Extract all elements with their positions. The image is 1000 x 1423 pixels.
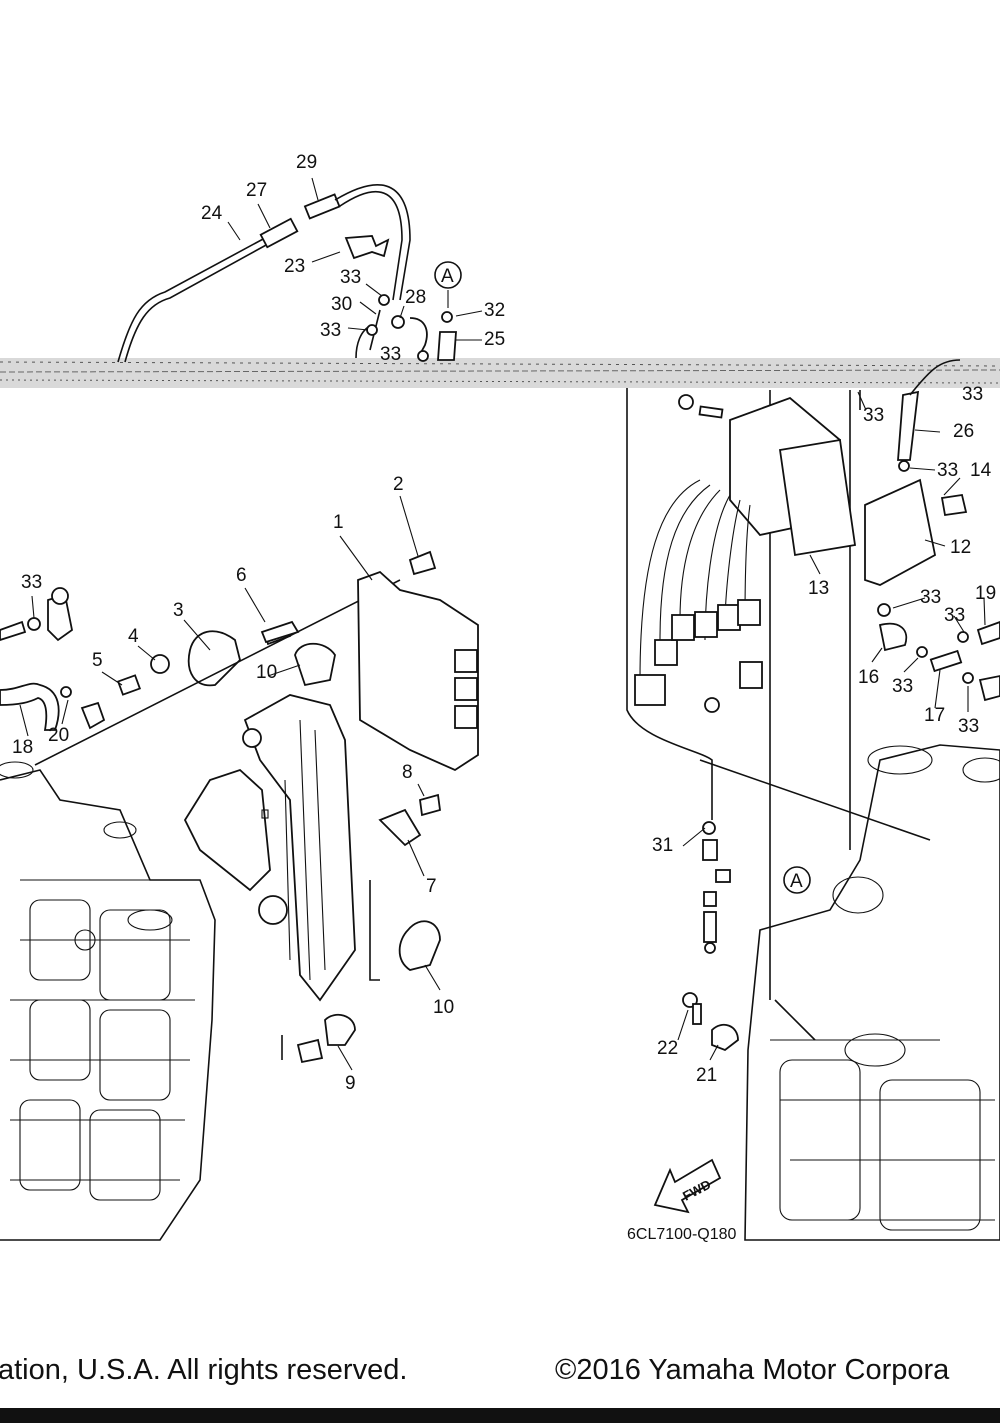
ecu-bracket xyxy=(183,694,380,1060)
callout-33g: 33 xyxy=(920,587,941,608)
callout-30: 30 xyxy=(331,294,352,315)
callout-33f: 33 xyxy=(962,384,983,405)
left-engine-block xyxy=(0,761,216,1241)
callout-23: 23 xyxy=(284,256,305,277)
callout-3: 3 xyxy=(173,600,184,621)
callout-31: 31 xyxy=(652,835,673,856)
callout-2: 2 xyxy=(393,474,404,495)
copyright-left: ation, U.S.A. All rights reserved. xyxy=(0,1354,408,1386)
reference-marker-label: A xyxy=(790,871,803,892)
callout-18: 18 xyxy=(12,737,33,758)
callout-8: 8 xyxy=(402,762,413,783)
callout-4: 4 xyxy=(128,626,139,647)
callout-7: 7 xyxy=(426,876,437,897)
callout-13: 13 xyxy=(808,578,829,599)
callout-10b: 10 xyxy=(433,997,454,1018)
callout-14: 14 xyxy=(970,460,992,481)
reference-marker-upper: A xyxy=(434,261,462,308)
callout-34: 33 xyxy=(937,460,958,481)
lower-fittings xyxy=(682,821,739,1052)
callout-33h: 33 xyxy=(944,605,965,626)
copyright-right: ©2016 Yamaha Motor Corpora xyxy=(555,1354,950,1386)
callout-27: 27 xyxy=(246,180,267,201)
callout-21: 21 xyxy=(696,1065,717,1086)
callout-33b: 33 xyxy=(320,320,341,341)
callout-33c: 33 xyxy=(380,344,401,365)
callout-20: 20 xyxy=(48,725,69,746)
callout-12: 12 xyxy=(950,537,971,558)
clamps-and-bolts xyxy=(260,620,441,1064)
callout-33a: 33 xyxy=(340,267,361,288)
callout-19: 19 xyxy=(975,583,996,604)
scan-band xyxy=(0,358,1000,388)
reference-marker-lower: A xyxy=(783,866,811,894)
right-engine-block xyxy=(699,744,1000,1241)
upper-hose-assembly xyxy=(117,184,457,363)
callout-6: 6 xyxy=(236,565,247,586)
callout-25: 25 xyxy=(484,329,505,350)
callout-9: 9 xyxy=(345,1073,356,1094)
callout-29: 29 xyxy=(296,152,317,173)
callout-33j: 33 xyxy=(958,716,979,737)
callout-16: 16 xyxy=(858,667,879,688)
leader-lines xyxy=(19,177,986,1071)
callout-5: 5 xyxy=(92,650,103,671)
right-ignition-assembly xyxy=(626,359,1000,1000)
callout-32: 32 xyxy=(484,300,505,321)
callout-24: 24 xyxy=(201,203,223,224)
bottom-bar xyxy=(0,1408,1000,1423)
callout-33i: 33 xyxy=(892,676,913,697)
ecu-unit xyxy=(357,550,479,772)
drawing-code: 6CL7100-Q180 xyxy=(627,1226,737,1243)
left-fuel-parts xyxy=(0,579,401,766)
callout-28: 28 xyxy=(405,287,426,308)
callout-22: 22 xyxy=(657,1038,678,1059)
callout-33e: 33 xyxy=(863,405,884,426)
callout-labels: 1 2 3 4 5 6 7 8 9 10 10 12 13 14 16 17 1… xyxy=(12,152,996,1094)
callout-1: 1 xyxy=(333,512,344,533)
callout-10a: 10 xyxy=(256,662,277,683)
callout-17: 17 xyxy=(924,705,945,726)
reference-marker-label: A xyxy=(441,266,454,287)
callout-33d: 33 xyxy=(21,572,42,593)
callout-26: 26 xyxy=(953,421,974,442)
fwd-arrow-icon: FWD xyxy=(653,1158,722,1214)
